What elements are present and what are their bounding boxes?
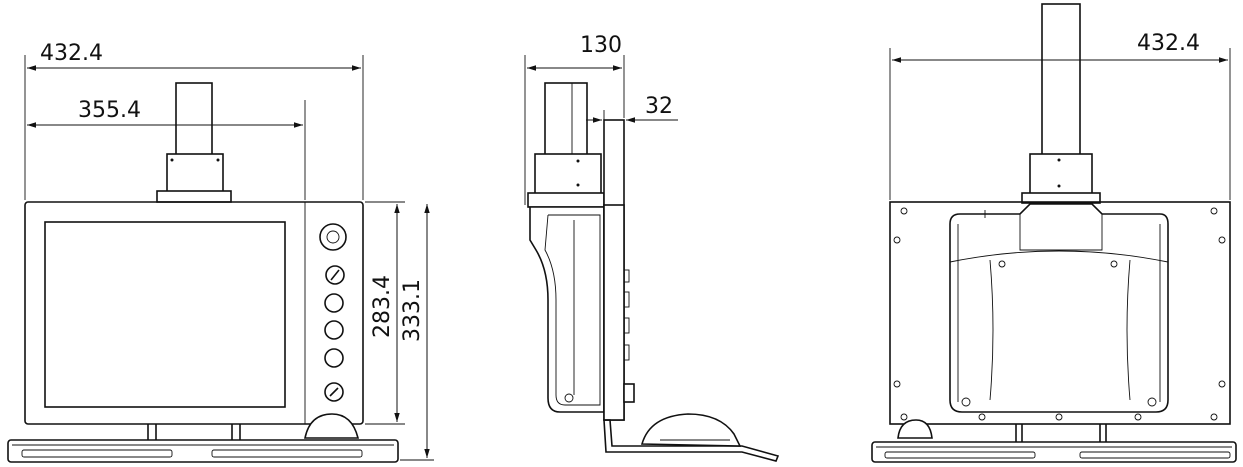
rear-plate-screws: [893, 207, 1226, 421]
front-keyboard-tray: [7, 439, 399, 463]
dim-front-housing-height: 283.4: [370, 275, 395, 338]
side-pole: [544, 82, 588, 156]
rear-handwheel: [897, 419, 933, 439]
front-adapter-base: [156, 190, 232, 203]
selector-knob: [324, 382, 344, 402]
rear-view: 432.4: [871, 3, 1237, 463]
control-button-3: [324, 348, 344, 368]
emergency-stop-button: [319, 223, 347, 251]
dim-side-depth: 130: [580, 33, 622, 58]
front-view: 432.4 355.4 283.4 333.1: [7, 41, 434, 463]
side-mouse: [640, 413, 742, 447]
dim-front-overall-width: 432.4: [40, 41, 103, 66]
front-housing: [24, 201, 364, 425]
dim-front-overall-height: 333.1: [400, 279, 425, 342]
side-tray: [603, 419, 780, 462]
rear-pole: [1041, 3, 1081, 157]
rear-adapter-base: [1021, 192, 1101, 204]
rear-cover: [949, 203, 1169, 413]
side-adapter-base: [527, 192, 605, 208]
front-adapter: [166, 153, 224, 193]
front-screen: [44, 221, 286, 408]
side-view: 130 32: [524, 33, 780, 462]
control-button-1: [324, 293, 344, 313]
dim-side-panel-thickness: 32: [645, 94, 673, 119]
control-button-2: [324, 320, 344, 340]
rear-keyboard-tray: [871, 441, 1237, 463]
side-knob: [623, 383, 635, 403]
front-handwheel: [304, 413, 360, 439]
side-adapter: [534, 153, 602, 195]
rear-adapter: [1029, 153, 1093, 195]
dim-front-inner-width: 355.4: [78, 98, 141, 123]
rear-plate: [889, 201, 1231, 425]
front-pole: [175, 82, 213, 156]
side-housing-rear: [529, 206, 605, 413]
dim-rear-overall-width: 432.4: [1137, 31, 1200, 56]
